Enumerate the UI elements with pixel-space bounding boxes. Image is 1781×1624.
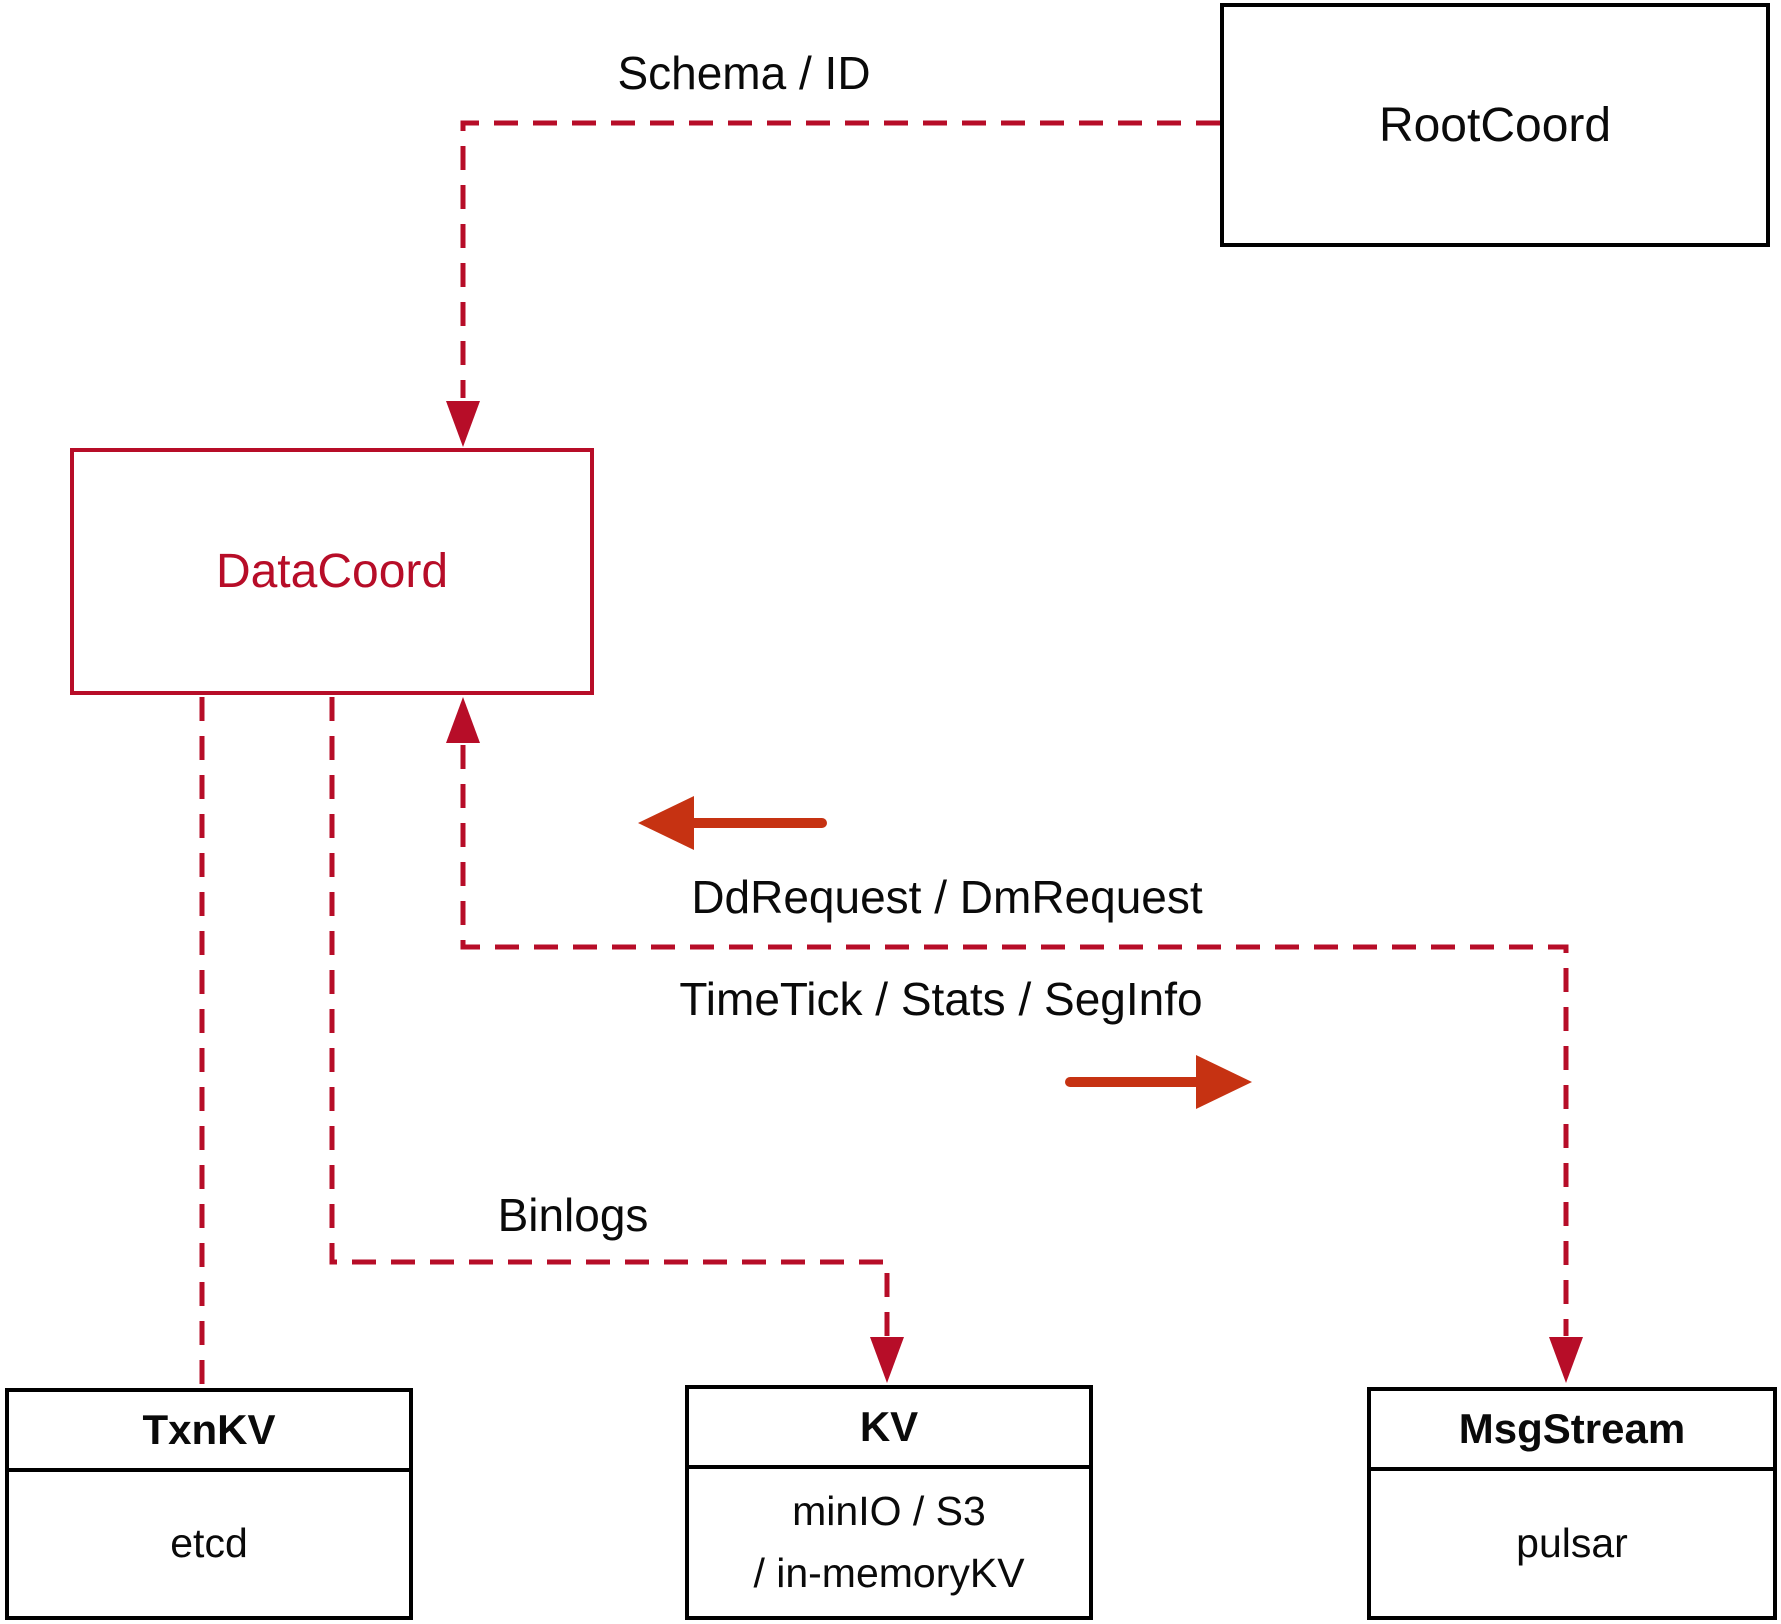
arrow-down-icon: [1549, 1337, 1583, 1383]
kv-body-line1: minIO / S3: [792, 1488, 986, 1534]
arrow-right-icon: [1196, 1055, 1252, 1109]
msgstream-body: pulsar: [1516, 1519, 1628, 1566]
binlogs-dashed-line: [329, 697, 890, 1336]
dd-request-label: DdRequest / DmRequest: [691, 871, 1203, 923]
arrow-up-icon: [446, 697, 480, 743]
schema-id-dashed-line: [460, 120, 1220, 398]
datacoord-label: DataCoord: [215, 545, 449, 598]
msgstream-node: MsgStream pulsar: [1367, 1387, 1777, 1620]
schema-id-label: Schema / ID: [617, 47, 871, 99]
timetick-label: TimeTick / Stats / SegInfo: [679, 973, 1203, 1025]
binlogs-label: Binlogs: [497, 1189, 649, 1241]
txnkv-body: etcd: [170, 1520, 248, 1567]
datacoord-node: DataCoord: [70, 448, 594, 695]
rootcoord-label: RootCoord: [1378, 98, 1612, 152]
arrow-down-icon: [446, 401, 480, 447]
kv-node: KV minIO / S3 / in-memoryKV: [685, 1385, 1093, 1620]
txnkv-node: TxnKV etcd: [5, 1388, 413, 1620]
rootcoord-node: RootCoord: [1220, 3, 1770, 247]
msgstream-dashed-line: [460, 745, 1569, 1336]
arrow-down-icon: [870, 1337, 904, 1383]
txnkv-title: TxnKV: [9, 1392, 409, 1472]
msgstream-title: MsgStream: [1371, 1391, 1773, 1471]
kv-title: KV: [689, 1389, 1089, 1469]
arrow-left-icon: [638, 796, 694, 850]
kv-body-line2: / in-memoryKV: [753, 1549, 1025, 1596]
